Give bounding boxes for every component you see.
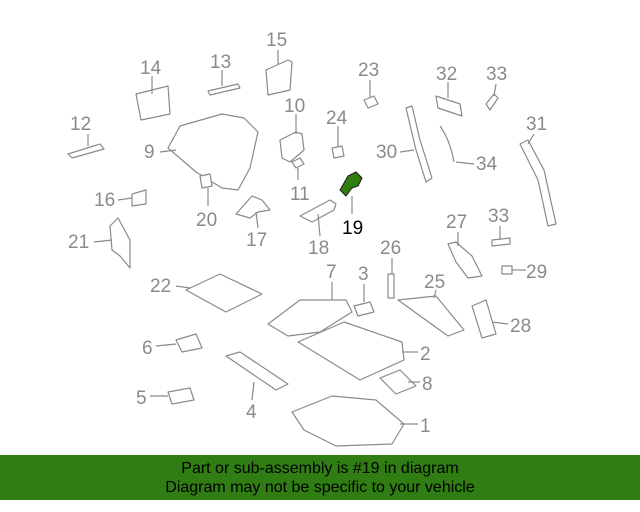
part-5-shape [167,387,195,405]
callout-12[interactable]: 12 [70,114,91,135]
part-25-shape [397,295,465,337]
callout-labels: 12 13 14 15 9 10 11 16 20 17 18 19 21 23… [68,30,547,437]
callout-17[interactable]: 17 [246,230,267,251]
callout-29[interactable]: 29 [526,262,547,283]
part-13-shape [207,83,241,96]
part-32-shape [435,95,463,117]
part-18-shape [299,199,337,223]
callout-5[interactable]: 5 [136,388,147,409]
callout-33-lower[interactable]: 33 [488,206,509,227]
callout-22[interactable]: 22 [150,276,171,297]
part-6-shape [175,333,203,353]
callout-20[interactable]: 20 [196,210,217,231]
callout-9[interactable]: 9 [144,142,155,163]
leader-lines [87,50,535,425]
part-2-shape [297,321,405,381]
callout-3[interactable]: 3 [358,264,369,285]
callout-27[interactable]: 27 [446,212,467,233]
callout-32[interactable]: 32 [436,64,457,85]
callout-25[interactable]: 25 [424,272,445,293]
part-17-shape [235,195,271,219]
part-16-shape [131,189,147,207]
part-11-shape [291,157,305,169]
part-9-shape [167,113,259,191]
part-1-shape [291,395,405,447]
part-28-shape [471,299,497,339]
part-10-shape [279,131,305,163]
callout-34[interactable]: 34 [476,154,498,175]
part-26-shape [387,273,395,299]
info-banner: Part or sub-assembly is #19 in diagram D… [0,455,640,500]
part-4-shape [225,351,289,391]
callout-16[interactable]: 16 [94,190,115,211]
callout-23[interactable]: 23 [358,60,379,81]
callout-18[interactable]: 18 [308,238,329,259]
callout-11[interactable]: 11 [290,184,310,205]
callout-13[interactable]: 13 [210,52,231,73]
callout-6[interactable]: 6 [142,338,153,359]
callout-28[interactable]: 28 [510,316,531,337]
part-27-shape [447,241,483,279]
callout-10[interactable]: 10 [284,96,305,117]
part-19-shape [339,171,363,197]
part-31-shape [519,139,557,227]
callout-14[interactable]: 14 [140,58,162,79]
banner-line-2: Diagram may not be specific to your vehi… [165,479,475,496]
callout-21[interactable]: 21 [68,232,89,253]
part-33a-shape [485,93,499,111]
banner-line-1: Part or sub-assembly is #19 in diagram [181,460,459,477]
part-29-shape [501,265,513,275]
callout-24[interactable]: 24 [326,108,348,129]
callout-31[interactable]: 31 [526,114,547,135]
part-20-shape [199,173,213,189]
part-7-shape [267,299,353,337]
part-34-shape [439,125,455,163]
part-15-shape [265,59,293,96]
part-3-shape [353,301,375,317]
callout-19[interactable]: 19 [342,218,363,239]
part-23-shape [363,95,379,109]
callout-26[interactable]: 26 [380,238,401,259]
part-14-shape [135,85,171,121]
callout-8[interactable]: 8 [422,374,433,395]
callout-2[interactable]: 2 [420,344,431,365]
callout-1[interactable]: 1 [420,416,431,437]
part-21-shape [109,217,131,269]
exploded-parts-diagram: 12 13 14 15 9 10 11 16 20 17 18 19 21 23… [67,30,557,447]
callout-33-top[interactable]: 33 [486,64,507,85]
part-8-shape [379,369,417,395]
callout-30[interactable]: 30 [376,142,397,163]
part-30-shape [405,105,433,183]
part-24-shape [331,145,345,159]
callout-4[interactable]: 4 [246,402,257,423]
callout-15[interactable]: 15 [266,30,287,51]
callout-7[interactable]: 7 [326,262,337,283]
part-shapes [67,59,557,447]
part-33b-shape [491,237,511,247]
part-22-shape [185,273,263,313]
part-12-shape [67,143,105,159]
